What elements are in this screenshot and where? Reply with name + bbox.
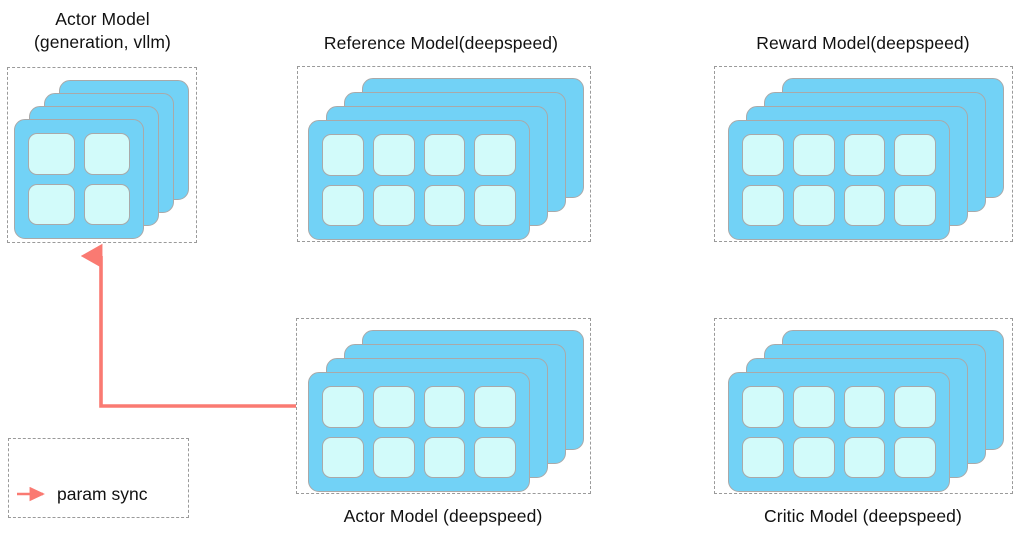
param-sync-arrow-path — [80, 243, 296, 408]
node-reference-model-boundary — [297, 66, 591, 242]
gpu-card-front — [308, 120, 530, 240]
gpu-chip — [742, 386, 784, 428]
gpu-chip — [894, 436, 936, 478]
gpu-chip — [792, 436, 835, 478]
gpu-chip — [83, 183, 130, 225]
gpu-chip — [792, 386, 835, 428]
node-critic-model-gpu-stack — [714, 318, 1013, 494]
gpu-chip — [423, 184, 466, 226]
node-actor-vllm-gpu-stack — [7, 67, 197, 243]
node-reward-model-caption: Reward Model(deepspeed) — [756, 33, 970, 53]
gpu-chip — [322, 436, 364, 478]
gpu-chip — [322, 184, 364, 226]
gpu-chip — [792, 184, 835, 226]
gpu-card-front — [728, 372, 950, 492]
node-actor-deepspeed-caption: Actor Model (deepspeed) — [343, 506, 543, 526]
node-critic-model-boundary — [714, 318, 1013, 494]
legend-label: param sync — [57, 484, 148, 504]
gpu-chip — [372, 184, 415, 226]
gpu-chip — [423, 436, 466, 478]
node-actor-vllm-caption: Actor Model (generation, vllm) — [34, 9, 171, 52]
node-actor-vllm-boundary — [7, 67, 197, 243]
gpu-chip — [372, 386, 415, 428]
gpu-chip — [742, 134, 784, 176]
gpu-chip — [742, 436, 784, 478]
gpu-chip — [372, 436, 415, 478]
gpu-chip — [372, 134, 415, 176]
node-reward-model-gpu-stack — [714, 66, 1013, 242]
gpu-card-front — [728, 120, 950, 240]
gpu-chip — [423, 134, 466, 176]
gpu-chip — [474, 436, 516, 478]
gpu-chip — [843, 184, 886, 226]
gpu-chip — [28, 133, 75, 175]
gpu-chip — [894, 134, 936, 176]
gpu-chip — [322, 134, 364, 176]
gpu-chip — [742, 184, 784, 226]
gpu-chip — [322, 386, 364, 428]
node-actor-deepspeed-gpu-stack — [296, 318, 591, 494]
node-critic-model-caption: Critic Model (deepspeed) — [764, 506, 962, 526]
gpu-chip — [474, 386, 516, 428]
gpu-card-front — [14, 119, 144, 239]
node-reward-model-boundary — [714, 66, 1013, 242]
gpu-chip — [894, 184, 936, 226]
gpu-card-front — [308, 372, 530, 492]
gpu-chip — [843, 134, 886, 176]
gpu-chip — [843, 436, 886, 478]
gpu-chip — [28, 183, 75, 225]
gpu-chip — [474, 134, 516, 176]
gpu-chip — [792, 134, 835, 176]
node-actor-deepspeed-boundary — [296, 318, 591, 494]
legend-boundary — [8, 438, 189, 518]
gpu-chip — [423, 386, 466, 428]
gpu-chip — [474, 184, 516, 226]
node-reference-model-gpu-stack — [297, 66, 591, 242]
gpu-chip — [843, 386, 886, 428]
gpu-chip — [83, 133, 130, 175]
node-reference-model-caption: Reference Model(deepspeed) — [323, 33, 559, 53]
gpu-chip — [894, 386, 936, 428]
